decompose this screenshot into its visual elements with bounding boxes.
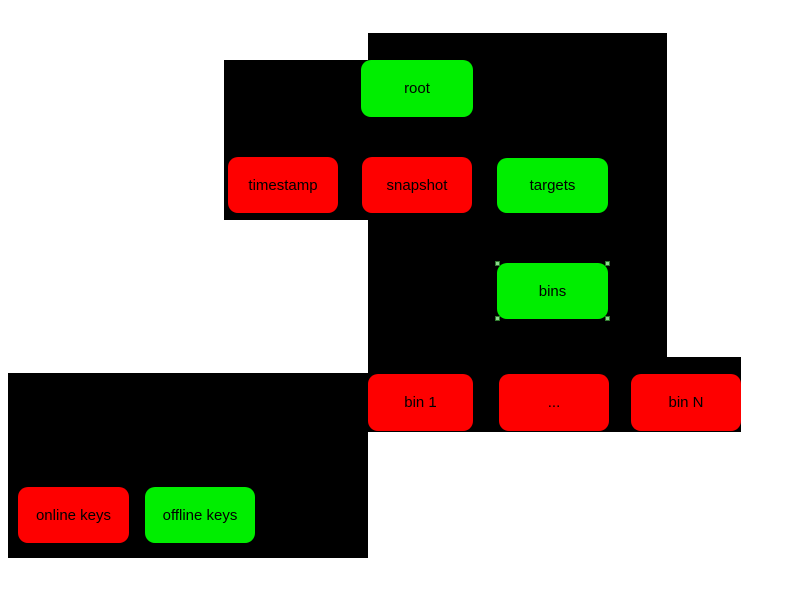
selection-handle-bl-icon[interactable] [495, 316, 500, 321]
selection-handle-br-icon[interactable] [605, 316, 610, 321]
node-root[interactable]: root [361, 60, 473, 117]
node-bin-ellipsis-label: ... [547, 394, 561, 411]
node-offline-keys[interactable]: offline keys [145, 487, 255, 543]
node-timestamp[interactable]: timestamp [228, 157, 338, 213]
node-root-label: root [404, 80, 430, 97]
node-bins-label: bins [538, 282, 567, 300]
node-timestamp-label: timestamp [248, 176, 318, 194]
node-snapshot-label: snapshot [386, 176, 448, 194]
selection-handle-tr-icon[interactable] [605, 261, 610, 266]
node-bin-1-label: bin 1 [404, 394, 437, 411]
node-targets[interactable]: targets [497, 158, 608, 213]
selection-handle-tl-icon[interactable] [495, 261, 500, 266]
node-bin-n-label: bin N [668, 394, 704, 411]
node-bin-n[interactable]: bin N [631, 374, 741, 431]
node-offline-keys-label: offline keys [162, 506, 238, 524]
node-bins[interactable]: bins [495, 261, 610, 321]
node-snapshot[interactable]: snapshot [362, 157, 472, 213]
node-bin-ellipsis[interactable]: ... [499, 374, 609, 431]
node-targets-label: targets [529, 177, 576, 194]
node-online-keys[interactable]: online keys [18, 487, 129, 543]
node-online-keys-label: online keys [35, 506, 112, 524]
node-bin-1[interactable]: bin 1 [368, 374, 473, 431]
